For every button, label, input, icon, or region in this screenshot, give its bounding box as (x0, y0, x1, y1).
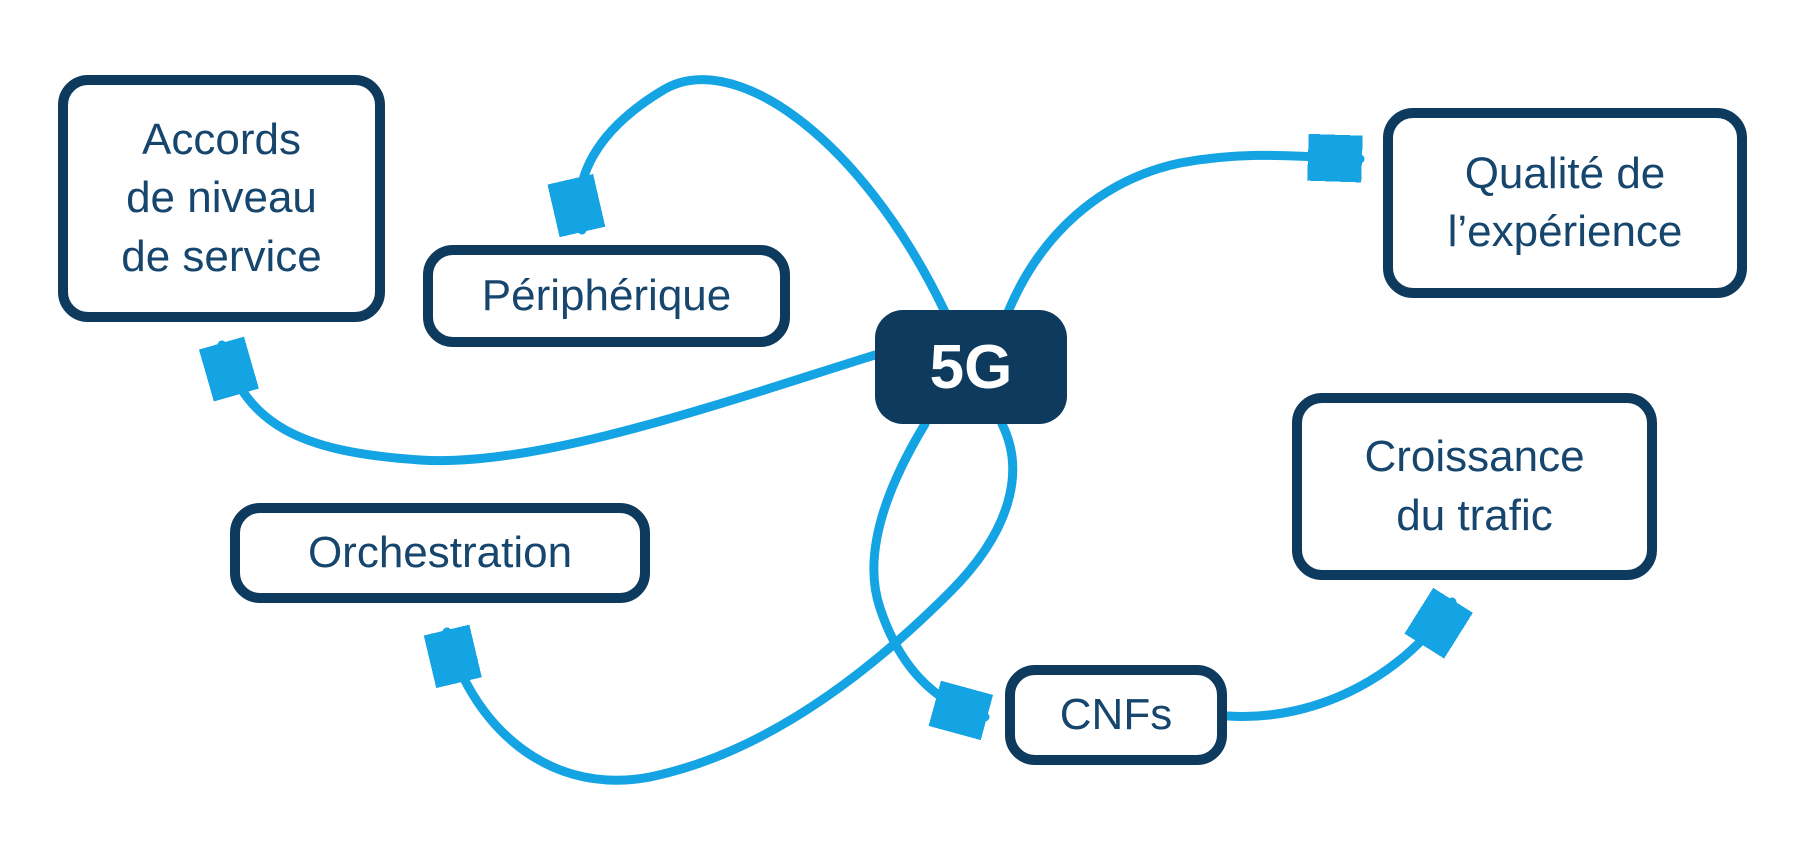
node-cnfs: CNFs (1005, 665, 1227, 765)
node-peripherique: Périphérique (423, 245, 790, 347)
node-qualite-experience: Qualité de l’expérience (1383, 108, 1747, 298)
node-orchestration: Orchestration (230, 503, 650, 603)
node-croissance-trafic: Croissance du trafic (1292, 393, 1657, 580)
edge-cnfs-to-croissance (1223, 602, 1452, 721)
edge-5g-to-orchestration (447, 419, 1018, 785)
node-accords: Accords de niveau de service (58, 75, 385, 322)
edge-5g-to-peripherique (579, 75, 950, 317)
edge-5g-to-qualite (1003, 155, 1365, 317)
edge-5g-to-accords (222, 345, 880, 466)
edge-5g-to-cnfs (869, 419, 985, 717)
center-node-5g: 5G (875, 310, 1067, 424)
